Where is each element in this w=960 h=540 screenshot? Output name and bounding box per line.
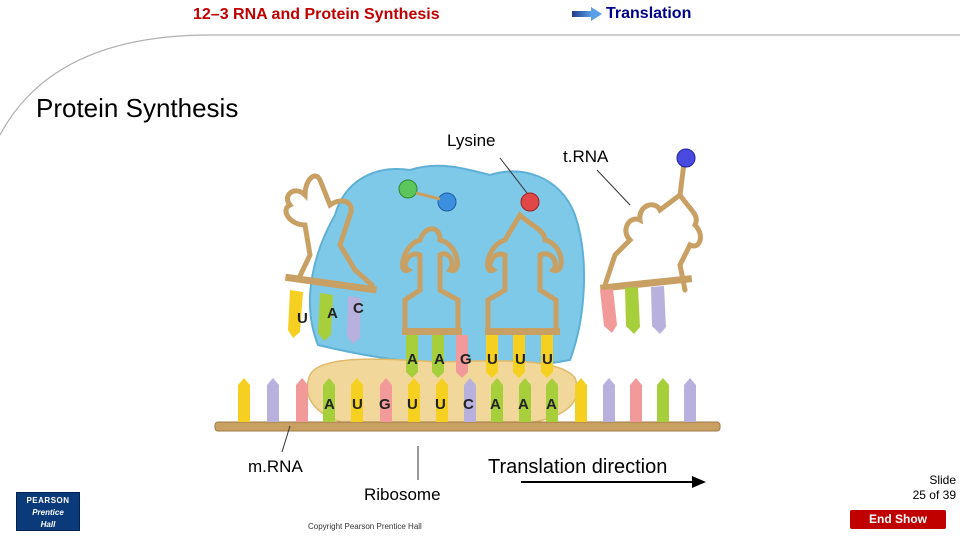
anticodon-base: A: [434, 351, 445, 368]
copyright-text: Copyright Pearson Prentice Hall: [308, 522, 422, 531]
mrna-backbone: [214, 421, 721, 432]
amino-acid: [398, 179, 418, 199]
departing-trna: [283, 173, 375, 288]
pearson-prentice-hall-logo: PEARSON Prentice Hall: [16, 492, 80, 531]
departing-trna-base: U: [297, 310, 308, 327]
slide-label: Slide: [929, 473, 956, 487]
ribosome-label: Ribosome: [364, 485, 441, 504]
lysine-amino-acid: [520, 192, 540, 212]
slide-counter: Slide 25 of 39: [896, 473, 956, 503]
codon-base: A: [546, 396, 557, 413]
lysine-label: Lysine: [447, 131, 496, 150]
codon-letters: A U G U U C A A A: [324, 396, 557, 413]
amino-acid: [676, 148, 696, 168]
incoming-trna: [602, 160, 703, 293]
codon-base: U: [407, 396, 418, 413]
logo-line2: Hall: [40, 520, 56, 529]
codon-base: G: [379, 396, 391, 413]
translation-direction-label: Translation direction: [488, 456, 668, 478]
anticodon-base: U: [515, 351, 526, 368]
mrna-bases: [238, 378, 696, 422]
codon-base: U: [352, 396, 363, 413]
codon-base: A: [490, 396, 501, 413]
logo-line1: Prentice: [32, 508, 64, 517]
anticodon-base: U: [542, 351, 553, 368]
anticodon-base: U: [487, 351, 498, 368]
departing-trna-base: A: [327, 305, 338, 322]
trna-label: t.RNA: [563, 147, 609, 166]
mrna-label: m.RNA: [248, 457, 303, 476]
section-link-translation[interactable]: Translation: [572, 5, 691, 23]
departing-trna-base: C: [353, 300, 364, 317]
slide-heading: Protein Synthesis: [36, 93, 239, 123]
end-show-button[interactable]: End Show: [850, 510, 946, 529]
codon-base: U: [435, 396, 446, 413]
anticodon-base: A: [407, 351, 418, 368]
chapter-title: 12–3 RNA and Protein Synthesis: [193, 6, 440, 23]
logo-brand: PEARSON: [26, 496, 70, 505]
codon-base: A: [518, 396, 529, 413]
arrow-right-icon: [572, 7, 602, 21]
codon-base: C: [463, 396, 474, 413]
codon-base: A: [324, 396, 335, 413]
section-link-label: Translation: [606, 5, 692, 22]
anticodon-base: G: [460, 351, 472, 368]
anticodon-letters: A A G U U U: [407, 351, 553, 368]
trna-molecule: [485, 210, 564, 333]
trna-molecule: [400, 226, 461, 333]
amino-acid: [437, 192, 457, 212]
slide-number: 25 of 39: [912, 488, 956, 502]
